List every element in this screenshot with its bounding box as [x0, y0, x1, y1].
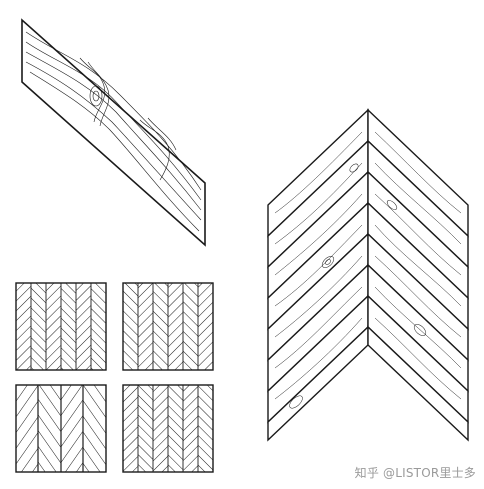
- watermark-text: 知乎 @LISTOR里士多: [354, 466, 476, 480]
- pattern-sample-mixed: [122, 384, 214, 473]
- single-plank-wood-grain: [25, 31, 202, 232]
- pattern-sample-herringbone: [122, 282, 214, 371]
- chevron-panel: [267, 108, 469, 442]
- single-plank: [21, 18, 206, 247]
- pattern-sample-chevron-narrow: [15, 282, 107, 371]
- pattern-sample-wide-chevron: [15, 384, 107, 473]
- chevron-panel-wood-grain: [274, 131, 462, 409]
